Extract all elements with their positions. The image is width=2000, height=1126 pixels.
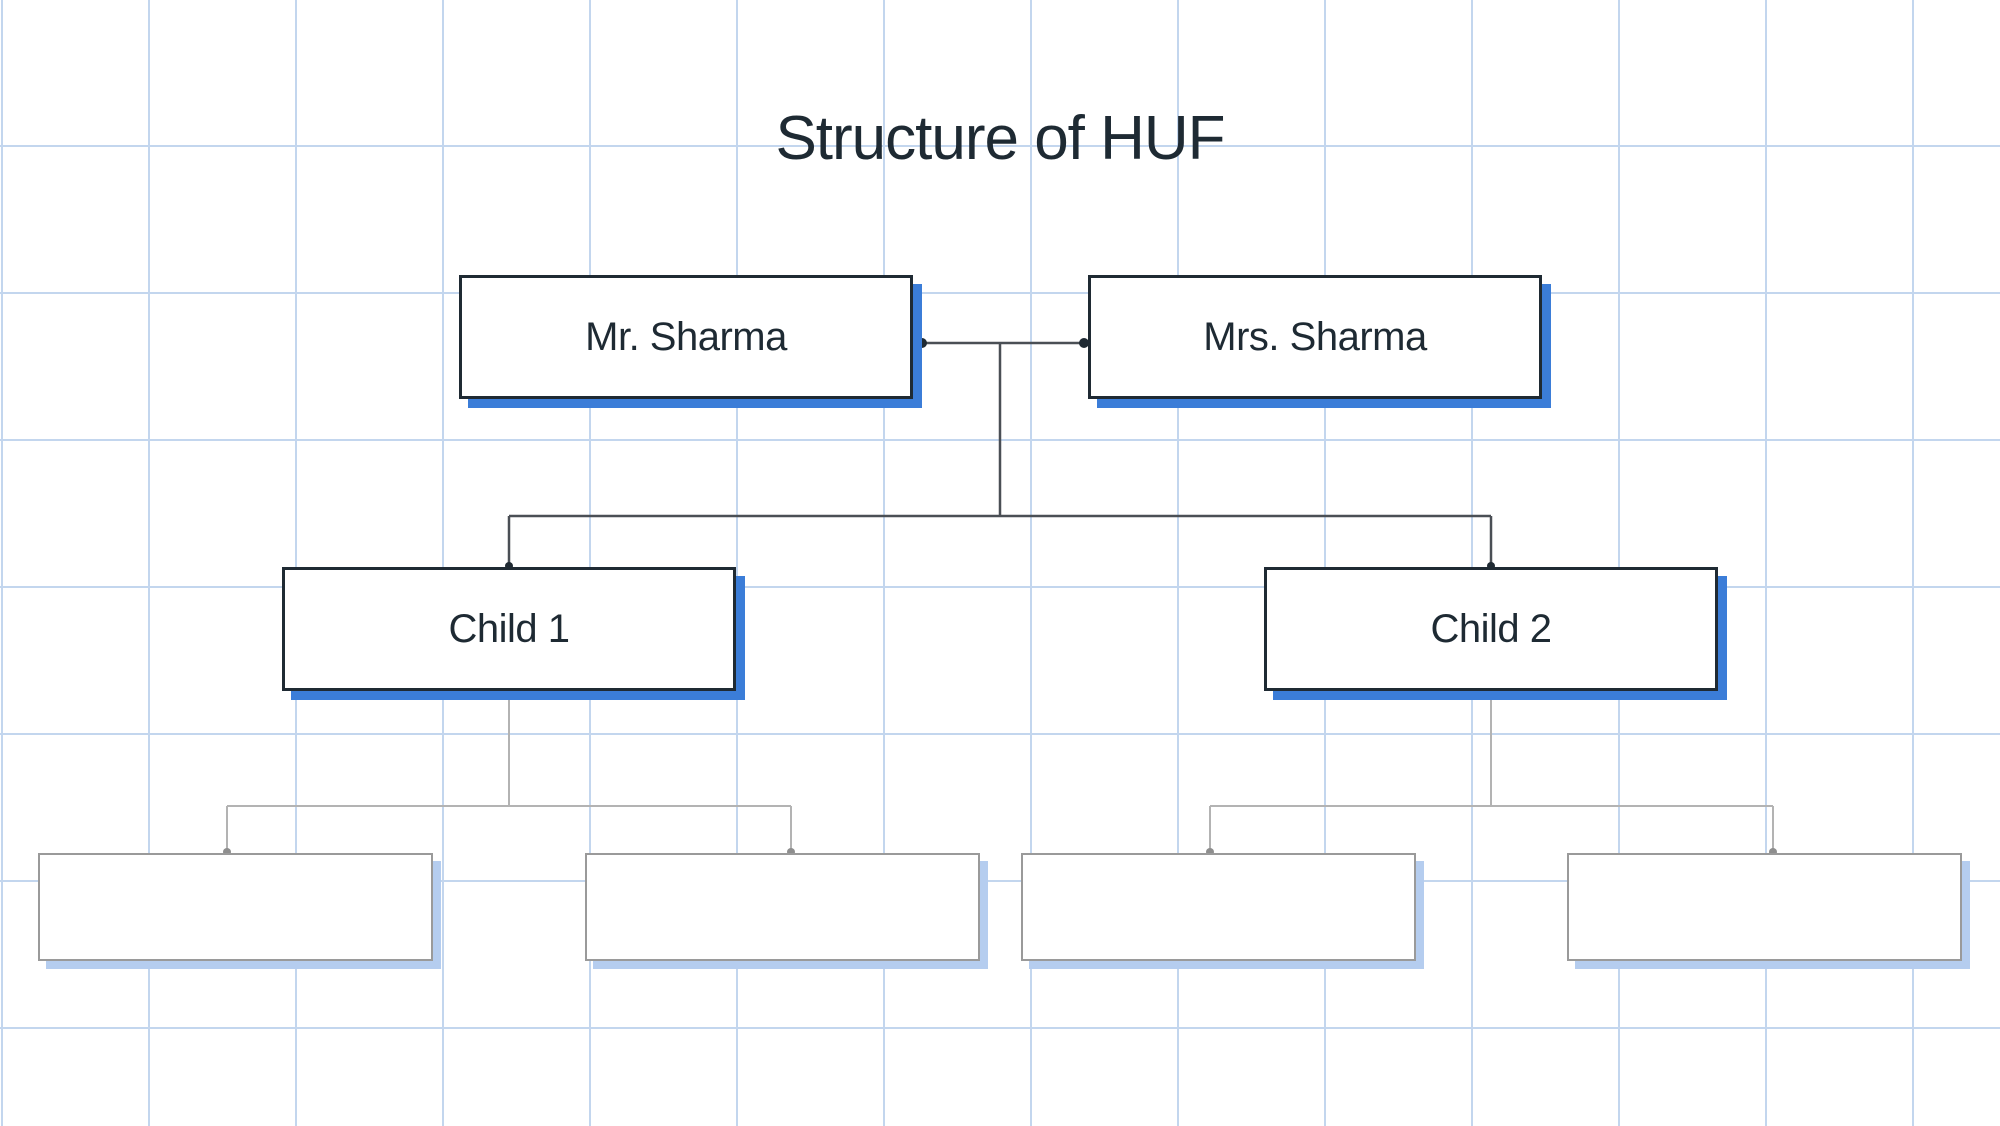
spouse-link-dot-left xyxy=(917,338,927,348)
diagram-title: Structure of HUF xyxy=(775,104,1225,173)
child-node-label: Child 2 xyxy=(1430,606,1552,651)
child-node-2: Child 2 xyxy=(1264,567,1718,691)
grandchild-placeholder-1 xyxy=(38,853,433,961)
grandchild-placeholder-3 xyxy=(1021,853,1416,961)
parent-node-label: Mrs. Sharma xyxy=(1203,314,1427,359)
parent-node-label: Mr. Sharma xyxy=(585,314,787,359)
child-node-1: Child 1 xyxy=(282,567,736,691)
child-node-label: Child 1 xyxy=(448,606,570,651)
spouse-link-dot-right xyxy=(1079,338,1089,348)
grandchild-placeholder-4 xyxy=(1567,853,1962,961)
parent-node-mrs-sharma: Mrs. Sharma xyxy=(1088,275,1542,399)
grandchild-placeholder-2 xyxy=(585,853,980,961)
parent-node-mr-sharma: Mr. Sharma xyxy=(459,275,913,399)
